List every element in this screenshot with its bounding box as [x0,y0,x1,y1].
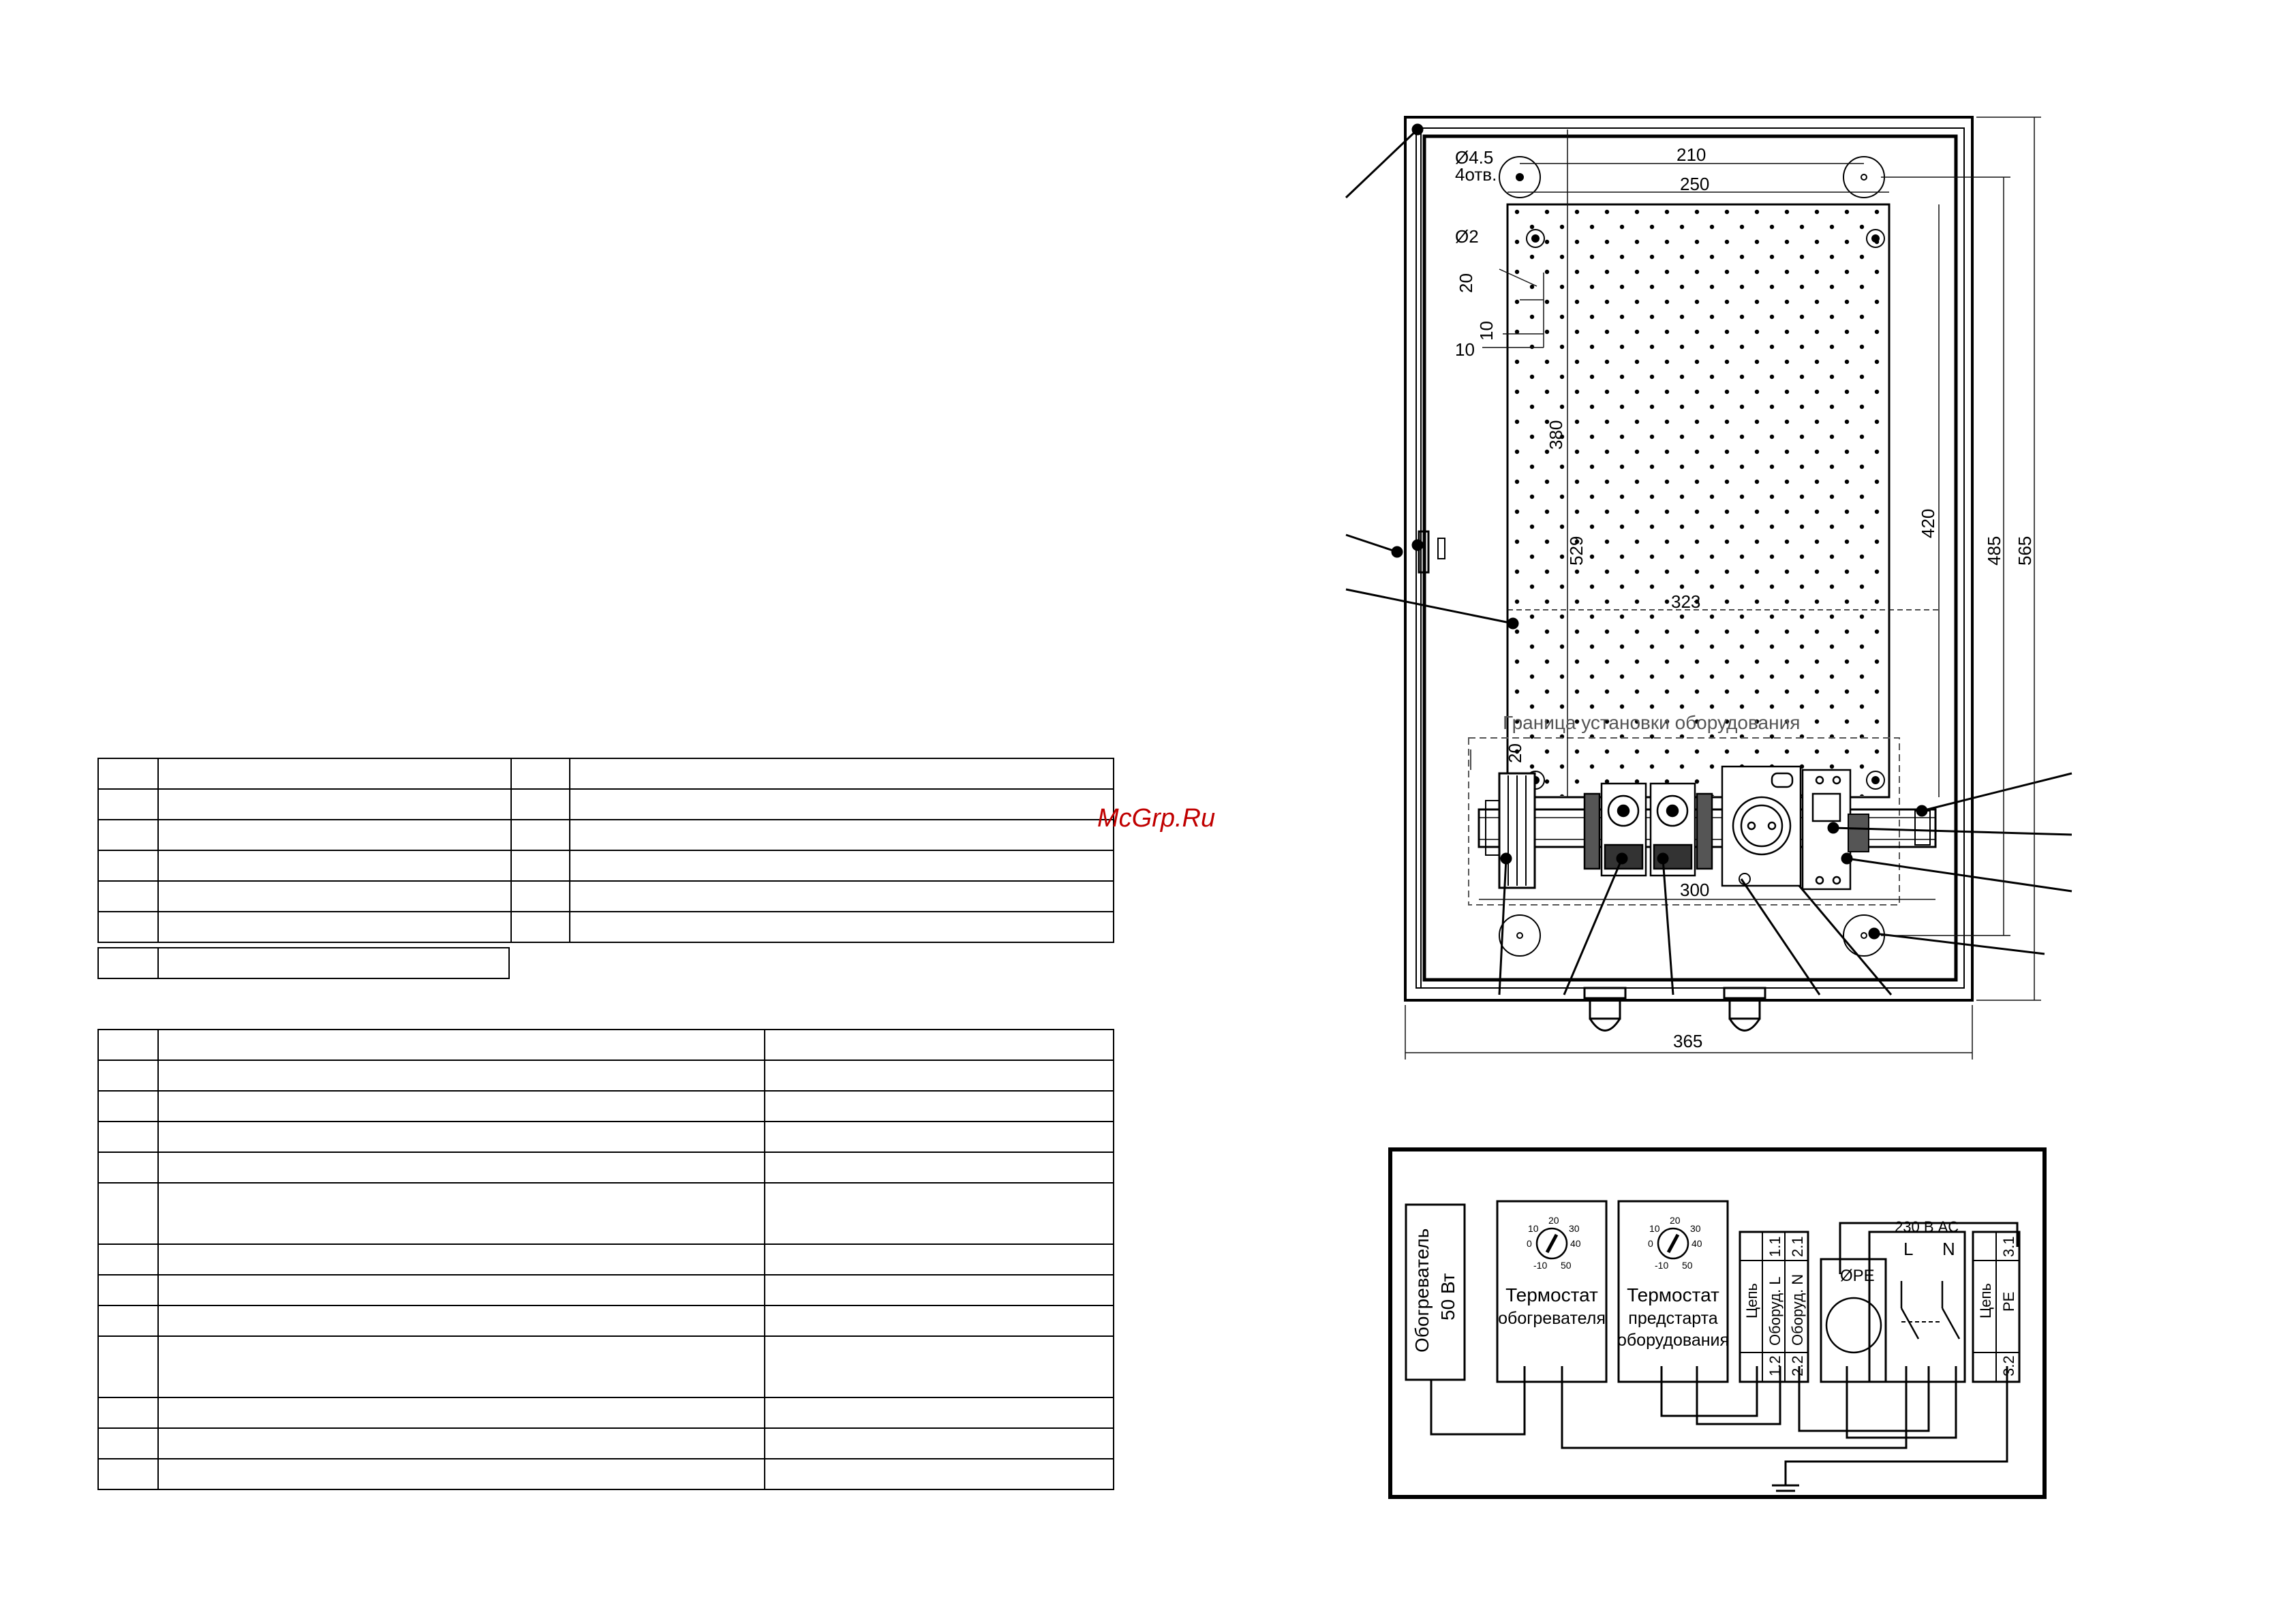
terminal-left-circuit-label: Цепь [1743,1283,1760,1318]
dim-323: 323 [1671,591,1700,612]
dim-210: 210 [1677,144,1706,165]
dim-20-top: 20 [1456,273,1476,293]
cable-glands [1583,987,1766,1032]
dial1-30: 30 [1569,1223,1580,1234]
breaker-box [1868,1231,1966,1383]
dimension-labels: Ø4.5 4отв. Ø2 210 250 20 10 10 380 529 3… [1455,144,2035,1051]
equipment-border-label: Граница установки оборудования [1503,712,1800,733]
neutral-label: N [1942,1239,1955,1259]
dim-529: 529 [1566,536,1587,566]
dim-10-horiz: 10 [1455,339,1475,360]
thermostat2-dial-icon [1657,1227,1689,1260]
terminal-1-1: 1.1 [1766,1236,1784,1257]
heater-box [1405,1203,1466,1381]
dial2-30: 30 [1690,1223,1701,1234]
dim-380: 380 [1546,420,1566,450]
dim-485: 485 [1984,536,2004,566]
dimension-lines [1405,117,2041,1060]
dial1-50: 50 [1561,1260,1572,1271]
terminal-right-pe-label: PE [2000,1292,2017,1312]
schematic-frame [1388,1147,2047,1499]
terminal-right-circuit-label: Цепь [1977,1283,1994,1318]
enclosure-inner [1422,134,1958,982]
small-hole-label: Ø2 [1455,226,1479,247]
dim-20-bottom: 20 [1505,743,1525,763]
dial2-20: 20 [1670,1215,1681,1226]
dial1-0: 0 [1527,1238,1532,1249]
dial1-40: 40 [1570,1238,1581,1249]
dim-250: 250 [1680,174,1709,194]
terminal-3-1: 3.1 [2000,1236,2017,1257]
dial-scale-2: 20 10 30 0 40 -10 50 [1648,1215,1702,1271]
wires [1430,1222,2019,1480]
thermostat1-title: Термостат [1505,1284,1598,1305]
parts-table-top-extra-row [97,947,510,979]
dim-420: 420 [1918,509,1938,538]
supply-label: 230 В AC [1895,1218,1959,1235]
watermark: McGrp.Ru [1097,804,1216,833]
spec-table [97,1029,1114,1490]
thermostat2-subtitle: предстарта [1628,1309,1717,1328]
thermostat1-box [1496,1200,1608,1383]
terminal-2-2: 2.2 [1789,1355,1806,1376]
terminal-1-2: 1.2 [1766,1355,1784,1376]
equipment-border [1468,737,1900,906]
parts-table-top [97,758,1114,943]
dial1-minus10: -10 [1533,1260,1547,1271]
heater-power-label: 50 Вт [1437,1273,1458,1320]
dim-565: 565 [2015,536,2035,566]
thermostat2-box [1617,1200,1729,1383]
terminal-block-left [1739,1231,1809,1383]
thermostat1-dial-icon [1535,1227,1568,1260]
socket-box [1820,1258,1887,1383]
dial2-minus10: -10 [1655,1260,1668,1271]
wiring-schematic [1388,1147,2047,1499]
heater-label: Обогреватель [1411,1228,1433,1352]
latch-point [1411,539,1424,551]
socket-icon [1825,1297,1882,1354]
dial2-0: 0 [1648,1238,1653,1249]
terminal-2-1: 2.1 [1789,1236,1806,1257]
hole-spec-label: Ø4.5 [1455,147,1493,168]
socket-module [1721,765,1802,887]
phase-label: L [1903,1239,1913,1259]
socket-pe-label: ØPE [1840,1267,1875,1285]
dim-365: 365 [1673,1031,1702,1051]
leader-lines [1345,123,2072,995]
thermostat1-subtitle: обогревателя [1498,1309,1606,1328]
dim-10-vert: 10 [1476,321,1497,341]
schematic-labels: Обогреватель 50 Вт Термостат обогревател… [1411,1215,2017,1376]
circuit-breaker [1801,769,1852,891]
dial2-10: 10 [1649,1223,1660,1234]
enclosure-outer [1404,116,1974,1002]
thermostat2-title: Термостат [1627,1284,1719,1305]
dial-scale-1: 20 10 30 0 40 -10 50 [1527,1215,1581,1271]
dial2-40: 40 [1692,1238,1702,1249]
terminal-block-1 [1848,814,1869,852]
terminal-left-equip-l-label: Оборуд. L [1766,1276,1784,1346]
terminal-3-2: 3.2 [2000,1355,2017,1376]
dial1-10: 10 [1528,1223,1539,1234]
dial1-20: 20 [1548,1215,1559,1226]
dim-300: 300 [1680,880,1709,900]
thermostat2-subtitle2: оборудования [1617,1331,1729,1350]
dial2-50: 50 [1682,1260,1693,1271]
cabinet-view [1404,116,1974,1032]
terminal-left-equip-n-label: Оборуд. N [1789,1274,1806,1346]
door-latch [1418,530,1430,574]
ground-icon [1772,1480,1799,1498]
hole-count-label: 4отв. [1455,164,1497,185]
